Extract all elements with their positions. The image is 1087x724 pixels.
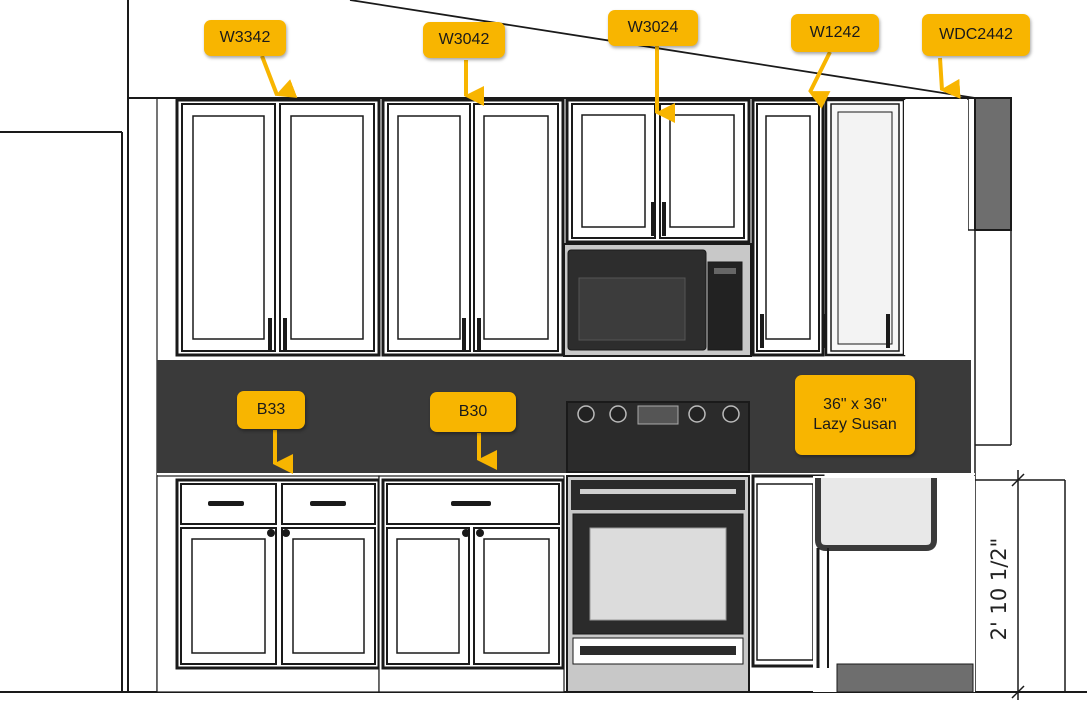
label-w3342: W3342 — [204, 20, 286, 56]
wall-cabinet-wdc2442 — [823, 98, 968, 357]
label-b30: B30 — [430, 392, 516, 432]
range-oven — [566, 401, 750, 693]
label-w1242: W1242 — [791, 14, 879, 52]
label-w3024: W3024 — [608, 10, 698, 46]
wall-cabinet-w3024 — [565, 98, 751, 244]
lazy-susan-cabinet — [751, 474, 975, 693]
wall-cabinet-w1242 — [751, 98, 825, 357]
label-wdc2442: WDC2442 — [922, 14, 1030, 56]
arrows — [260, 46, 961, 474]
wall-cabinet-w3342 — [175, 98, 381, 357]
arrow-wdc2442 — [938, 57, 961, 99]
lazy-susan-title: Lazy Susan — [813, 416, 897, 433]
wall-cabinet-w3042 — [381, 98, 565, 357]
base-cabinet-b30 — [378, 475, 565, 693]
dimension-text: 2' 10 1/2" — [987, 537, 1011, 641]
label-lazy-susan: 36" x 36" Lazy Susan — [795, 375, 915, 455]
base-cabinet-b33 — [156, 475, 381, 693]
dimension-line — [975, 470, 1066, 700]
end-panel — [967, 97, 1012, 692]
label-b33: B33 — [237, 391, 305, 429]
label-w3042: W3042 — [423, 22, 505, 58]
arrow-w1242 — [808, 51, 832, 109]
lazy-susan-size: 36" x 36" — [823, 396, 887, 413]
microwave — [563, 243, 752, 357]
arrow-w3342 — [260, 55, 298, 98]
